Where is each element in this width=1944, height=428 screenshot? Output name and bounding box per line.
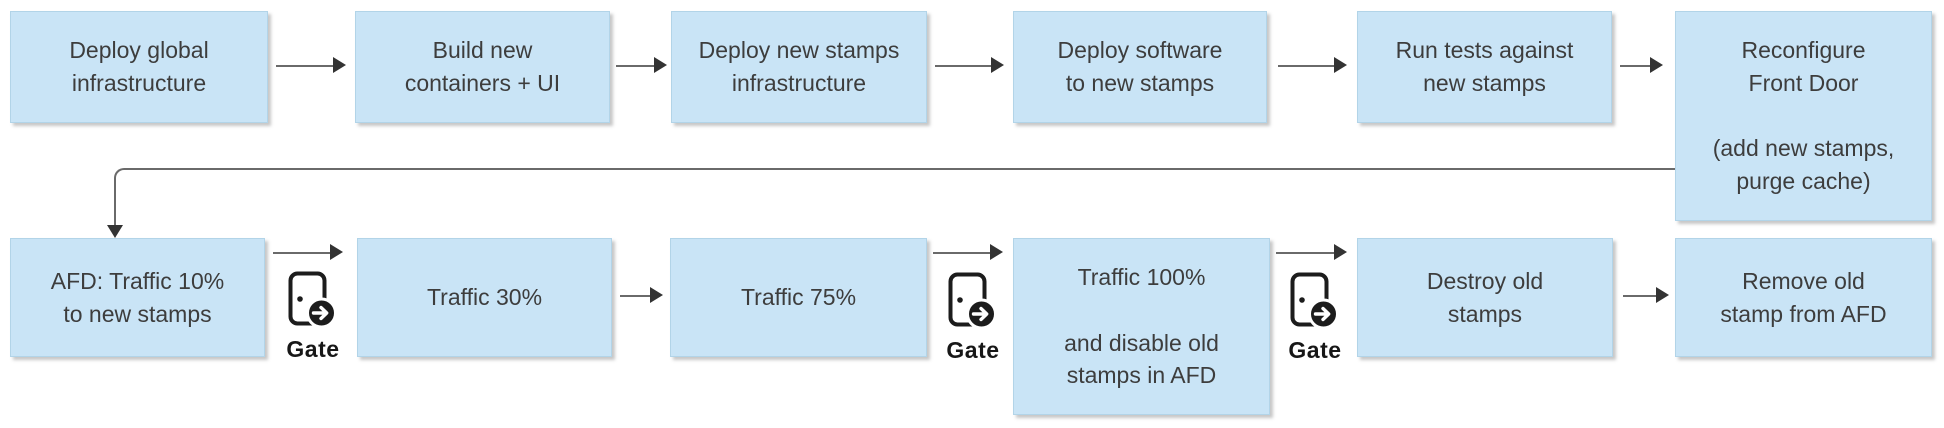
step-label: Destroy old stamps <box>1426 267 1544 327</box>
step-deploy-global-infrastructure: Deploy global infrastructure <box>10 11 268 123</box>
step-label: Build new containers + UI <box>404 37 561 96</box>
step-remove-old-stamp-from-afd: Remove old stamp from AFD <box>1675 238 1932 357</box>
step-traffic-75: Traffic 75% <box>670 238 927 357</box>
gate-3: Gate <box>1270 272 1360 364</box>
step-traffic-100-disable-old-stamps: Traffic 100% and disable old stamps in A… <box>1013 238 1270 415</box>
step-label: Deploy global infrastructure <box>69 37 209 96</box>
arrow-right-icon <box>1623 287 1669 303</box>
step-label: Reconfigure Front Door (add new stamps, … <box>1712 37 1895 194</box>
loopback-connector-line <box>114 168 1675 225</box>
gate-label: Gate <box>946 337 1000 363</box>
arrow-right-icon <box>273 244 343 260</box>
step-label: Deploy software to new stamps <box>1057 37 1223 96</box>
step-label: Deploy new stamps infrastructure <box>698 37 900 96</box>
step-run-tests-against-new-stamps: Run tests against new stamps <box>1357 11 1612 123</box>
arrow-down-icon <box>107 225 123 238</box>
step-destroy-old-stamps: Destroy old stamps <box>1357 238 1613 357</box>
gate-door-icon <box>288 271 337 329</box>
step-reconfigure-front-door: Reconfigure Front Door (add new stamps, … <box>1675 11 1932 221</box>
arrow-right-icon <box>935 57 1004 73</box>
arrow-right-icon <box>933 244 1003 260</box>
gate-label: Gate <box>286 336 340 362</box>
arrow-right-icon <box>1620 57 1663 73</box>
step-label: Traffic 75% <box>740 284 857 311</box>
arrow-right-icon <box>1276 244 1347 260</box>
step-label: AFD: Traffic 10% to new stamps <box>50 267 225 327</box>
gate-2: Gate <box>928 272 1018 364</box>
arrow-right-icon <box>276 57 346 73</box>
step-afd-traffic-10: AFD: Traffic 10% to new stamps <box>10 238 265 357</box>
step-build-new-containers-ui: Build new containers + UI <box>355 11 610 123</box>
step-label: Traffic 100% and disable old stamps in A… <box>1064 264 1219 389</box>
arrow-right-icon <box>616 57 667 73</box>
gate-label: Gate <box>1288 337 1342 363</box>
gate-door-icon <box>948 272 997 330</box>
step-deploy-software-to-new-stamps: Deploy software to new stamps <box>1013 11 1267 123</box>
gate-door-icon <box>1290 272 1339 330</box>
step-label: Run tests against new stamps <box>1395 37 1574 96</box>
step-traffic-30: Traffic 30% <box>357 238 612 357</box>
step-deploy-new-stamps-infrastructure: Deploy new stamps infrastructure <box>671 11 927 123</box>
arrow-right-icon <box>620 287 663 303</box>
arrow-right-icon <box>1278 57 1347 73</box>
gate-1: Gate <box>268 271 358 363</box>
step-label: Remove old stamp from AFD <box>1720 267 1887 327</box>
step-label: Traffic 30% <box>426 284 543 311</box>
